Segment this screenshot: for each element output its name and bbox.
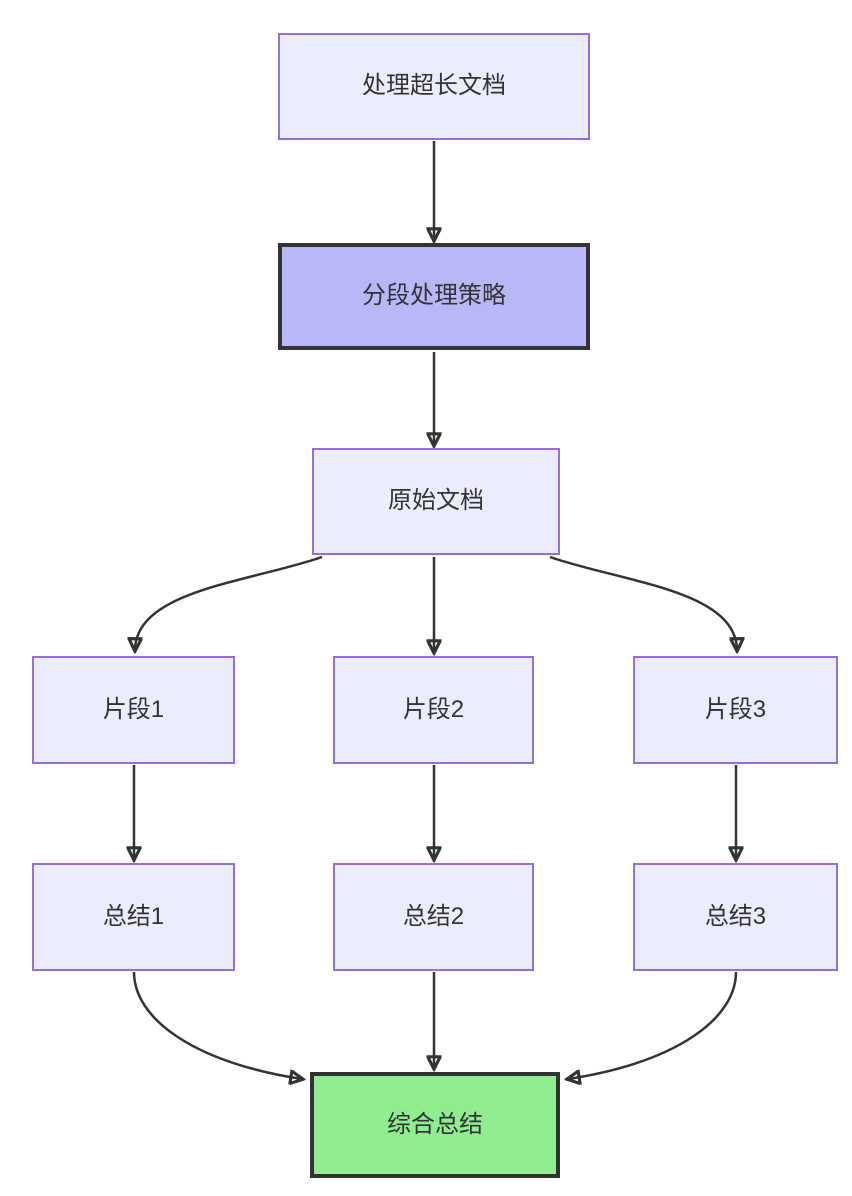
node-label: 总结1 xyxy=(102,902,165,930)
node-process-long-document: 处理超长文档 xyxy=(278,33,590,140)
node-segmentation-strategy: 分段处理策略 xyxy=(278,243,590,350)
edge-e3-to-f xyxy=(568,971,738,1079)
node-label: 片段1 xyxy=(102,695,165,723)
node-label: 总结3 xyxy=(704,902,767,930)
node-label: 综合总结 xyxy=(387,1110,483,1138)
node-fragment-2: 片段2 xyxy=(333,656,534,764)
node-label: 处理超长文档 xyxy=(362,72,506,100)
node-summary-1: 总结1 xyxy=(32,863,235,971)
node-label: 片段3 xyxy=(704,695,767,723)
edge-e1-to-f xyxy=(132,971,302,1079)
node-summary-3: 总结3 xyxy=(633,863,838,971)
node-original-document: 原始文档 xyxy=(312,448,560,555)
node-summary-2: 总结2 xyxy=(333,863,534,971)
node-label: 原始文档 xyxy=(388,487,484,515)
node-fragment-1: 片段1 xyxy=(32,656,235,764)
edge-c-to-d3 xyxy=(549,555,737,650)
node-label: 片段2 xyxy=(402,695,465,723)
node-label: 总结2 xyxy=(402,902,465,930)
edge-c-to-d1 xyxy=(135,555,323,650)
node-final-summary: 综合总结 xyxy=(310,1072,560,1178)
node-fragment-3: 片段3 xyxy=(633,656,838,764)
node-label: 分段处理策略 xyxy=(362,282,506,310)
